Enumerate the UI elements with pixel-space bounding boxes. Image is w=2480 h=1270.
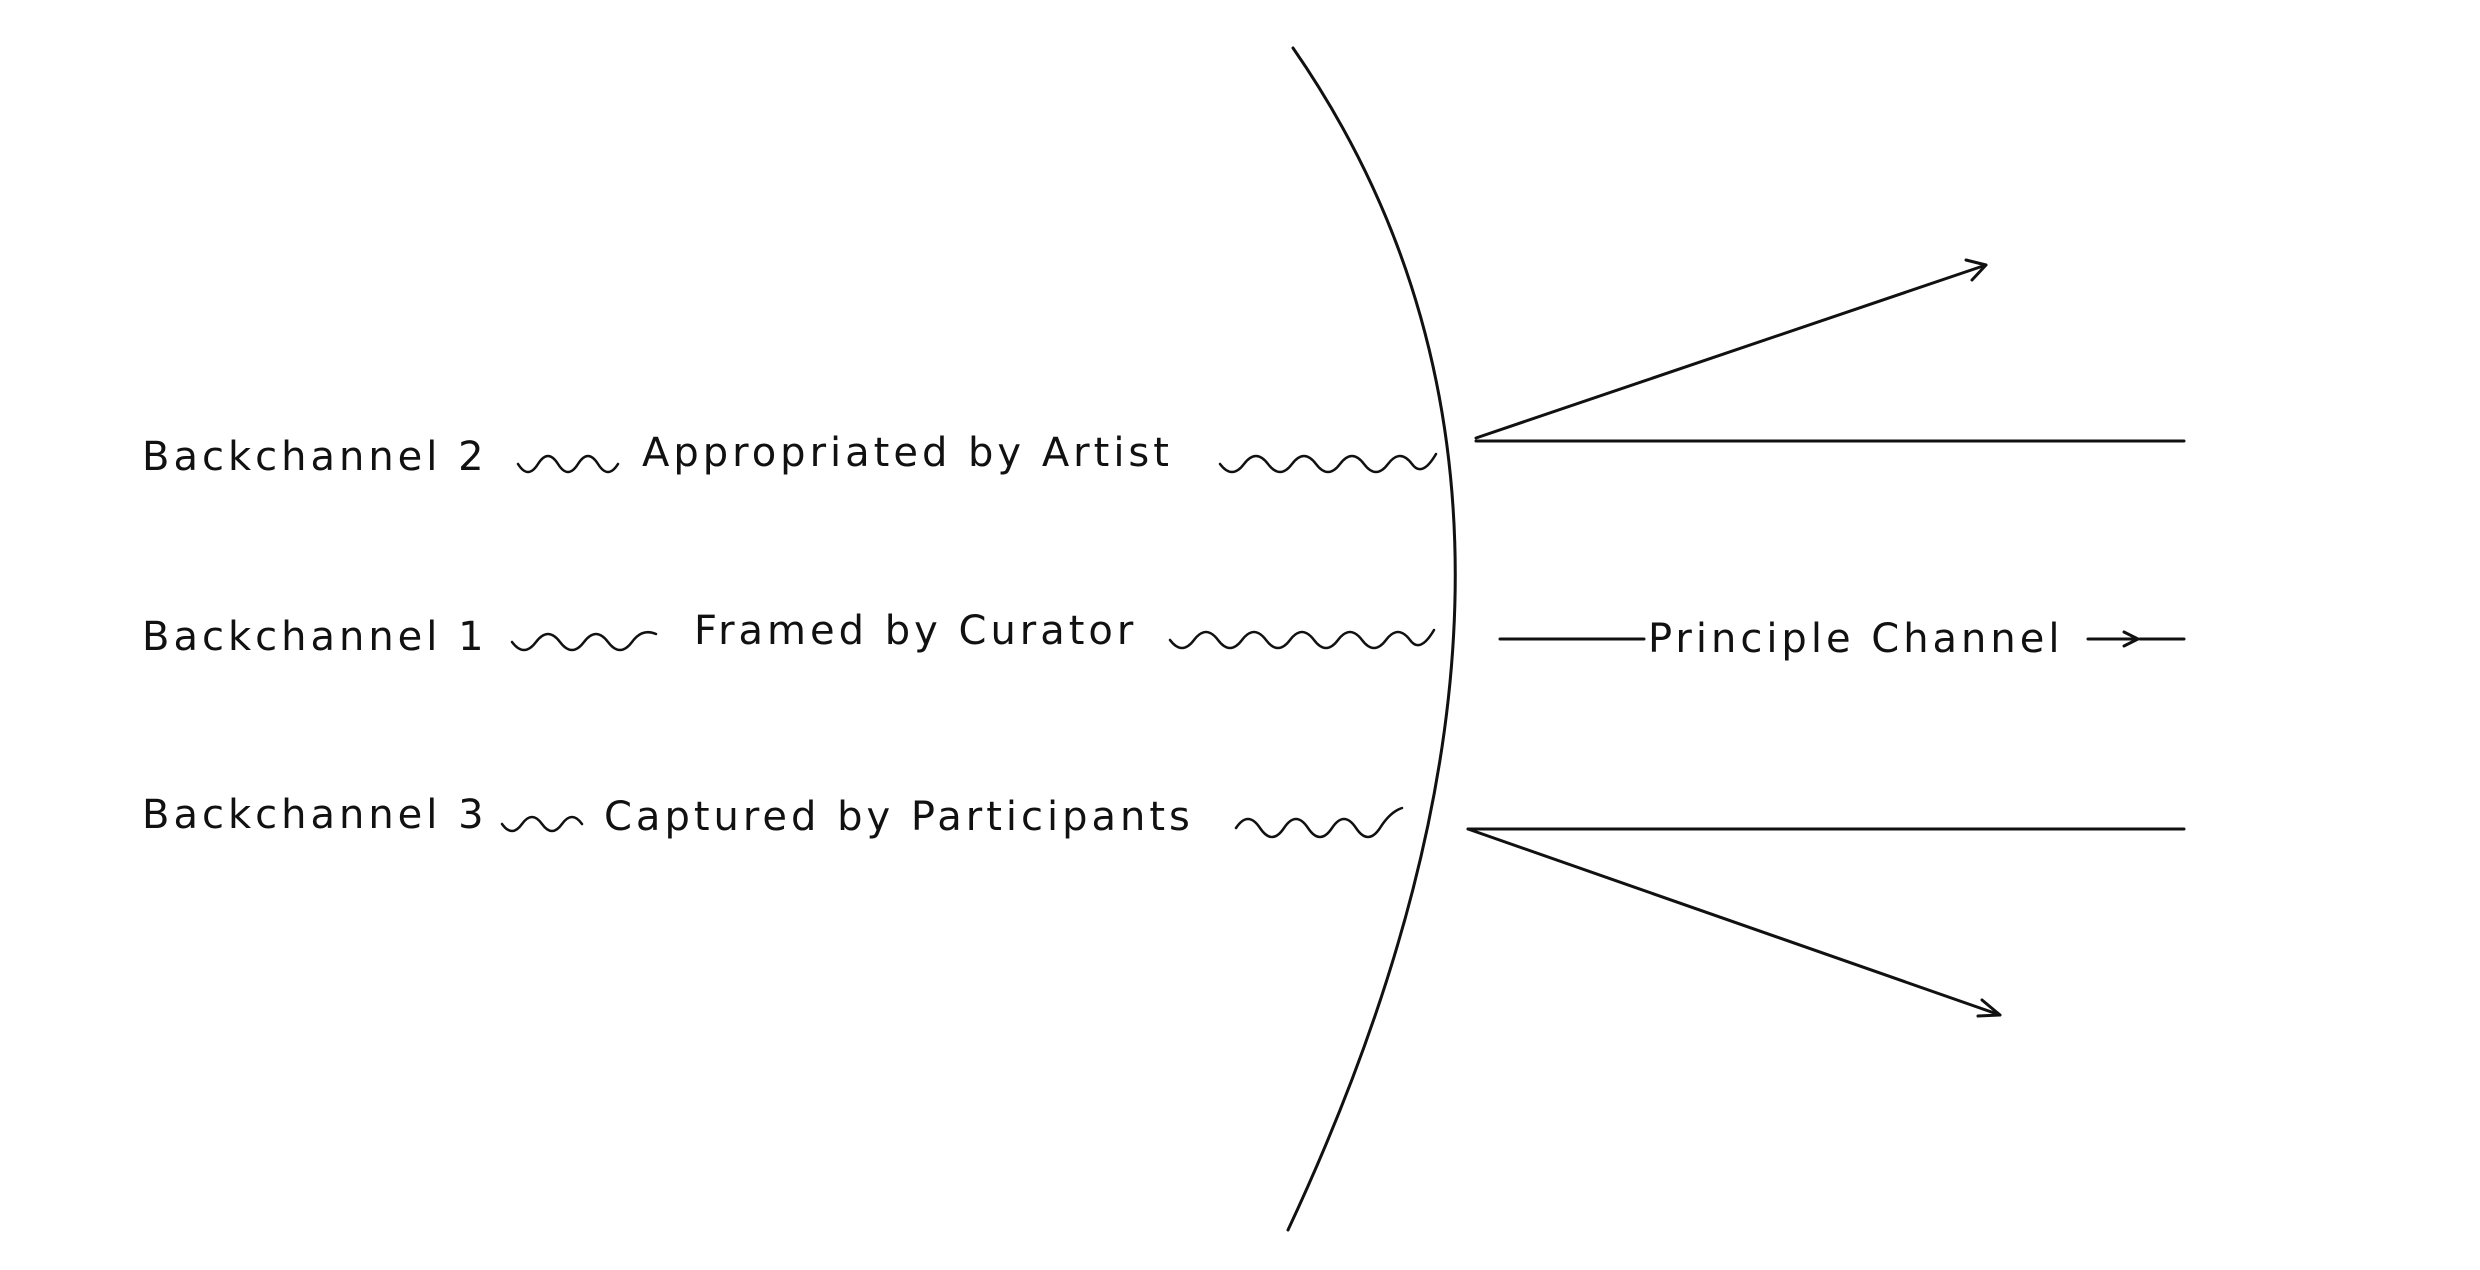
backchannel-2-name: Backchannel 2 xyxy=(142,434,488,480)
backchannel-1-wave-right xyxy=(1168,628,1436,650)
backchannel-1-wave-left xyxy=(510,631,658,652)
lower-diagonal-ray xyxy=(1466,827,2002,1017)
principle-channel-arrowhead xyxy=(2122,630,2140,648)
backchannel-2-description: Appropriated by Artist xyxy=(642,430,1173,476)
backchannel-1-description: Framed by Curator xyxy=(694,608,1137,654)
principle-channel-label: Principle Channel xyxy=(1648,616,2063,662)
backchannel-2-wave-right xyxy=(1218,452,1438,474)
upper-diagonal-ray xyxy=(1474,263,1988,440)
upper-ray-arrowhead xyxy=(1964,258,1988,282)
backchannel-1-name: Backchannel 1 xyxy=(142,614,488,660)
backchannel-2-wave-left xyxy=(516,454,620,474)
curved-boundary xyxy=(1286,46,1457,1232)
backchannel-3-description: Captured by Participants xyxy=(604,794,1194,840)
backchannel-3-wave-left xyxy=(500,815,584,833)
backchannel-3-name: Backchannel 3 xyxy=(142,792,488,838)
lower-ray-arrowhead xyxy=(1976,998,2002,1018)
backchannel-3-wave-right xyxy=(1234,806,1404,839)
